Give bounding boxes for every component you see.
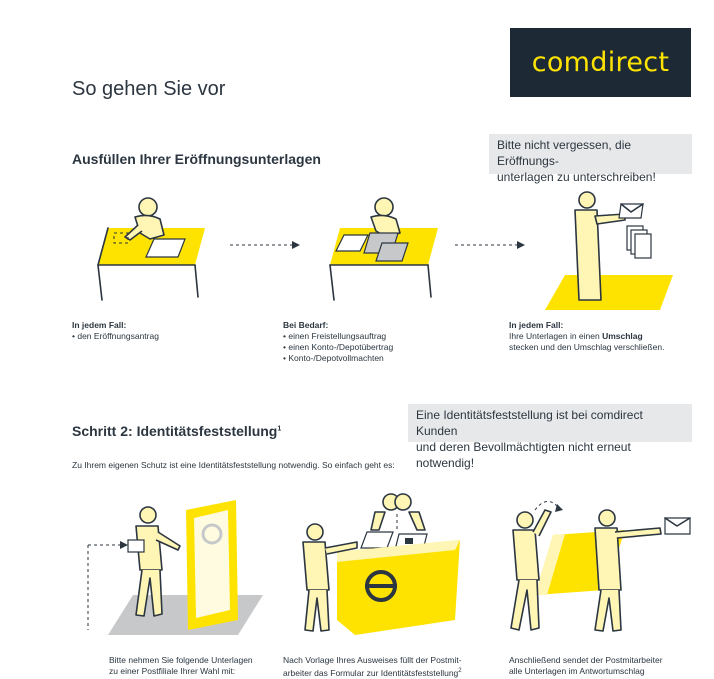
caption-text: Anschließend sendet der Postmitarbeiter	[509, 655, 663, 665]
note-line: Eine Identitätsfeststellung ist bei comd…	[416, 408, 643, 438]
caption-text: alle Unterlagen im Antwortumschlag	[509, 666, 645, 676]
step2-heading-text: Schritt 2: Identitätsfeststellung	[72, 423, 278, 439]
envelope-person-illustration	[545, 191, 673, 310]
caption-item: • einen Konto-/Depotübertrag	[283, 342, 394, 352]
caption-item: • den Eröffnungsantrag	[72, 331, 159, 341]
desk-documents-illustration	[329, 197, 438, 301]
step1-heading: Ausfüllen Ihrer Eröffnungsunterlagen	[72, 151, 321, 167]
caption-text: stecken und den Umschlag verschließen.	[509, 342, 665, 352]
step1-caption-3: In jedem Fall: Ihre Unterlagen in einen …	[509, 320, 709, 353]
caption-title: In jedem Fall:	[509, 320, 564, 330]
logo-text: comdirect	[531, 47, 670, 78]
postman-sending-illustration	[510, 501, 691, 632]
caption-item: • Konto-/Depotvollmachten	[283, 353, 384, 363]
post-counter-illustration	[302, 493, 460, 635]
desk-filling-illustration	[97, 197, 205, 301]
step2-intro: Zu Ihrem eigenen Schutz ist eine Identit…	[72, 460, 395, 470]
comdirect-logo: comdirect	[510, 28, 691, 97]
note-line: unterlagen zu unterschreiben!	[497, 170, 656, 184]
footnote-mark: 1	[277, 425, 282, 433]
step1-caption-1: In jedem Fall: • den Eröffnungsantrag	[72, 320, 252, 342]
caption-title: Bei Bedarf:	[283, 320, 329, 330]
step2-caption-1: Bitte nehmen Sie folgende Unterlagen zu …	[109, 655, 279, 677]
footnote-mark: 2	[458, 668, 462, 674]
step1-reminder-note: Bitte nicht vergessen, die Eröffnungs- u…	[489, 134, 692, 184]
caption-title: In jedem Fall:	[72, 320, 127, 330]
caption-item: • einen Freistellungsauftrag	[283, 331, 387, 341]
step2-info-note: Eine Identitätsfeststellung ist bei comd…	[408, 404, 692, 470]
arrow-icon	[455, 241, 525, 249]
step2-heading: Schritt 2: Identitätsfeststellung1	[72, 423, 281, 439]
step1-caption-2: Bei Bedarf: • einen Freistellungsauftrag…	[283, 320, 463, 364]
caption-bold: Umschlag	[602, 331, 643, 341]
caption-text: arbeiter das Formular zur Identitätsfest…	[283, 667, 459, 678]
caption-text: zu einer Postfiliale Ihrer Wahl mit:	[109, 666, 236, 676]
note-line: und deren Bevollmächtigten nicht erneut …	[416, 440, 631, 470]
caption-text: Ihre Unterlagen in einen	[509, 331, 603, 341]
page-title: So gehen Sie vor	[72, 78, 226, 100]
post-office-door-illustration	[87, 500, 263, 635]
step2-caption-3: Anschließend sendet der Postmitarbeiter …	[509, 655, 704, 677]
note-line: Bitte nicht vergessen, die Eröffnungs-	[497, 138, 632, 168]
caption-text: Bitte nehmen Sie folgende Unterlagen	[109, 655, 253, 665]
step2-caption-2: Nach Vorlage Ihres Ausweises füllt der P…	[283, 655, 483, 679]
arrow-icon	[230, 241, 300, 249]
caption-text: Nach Vorlage Ihres Ausweises füllt der P…	[283, 655, 462, 665]
